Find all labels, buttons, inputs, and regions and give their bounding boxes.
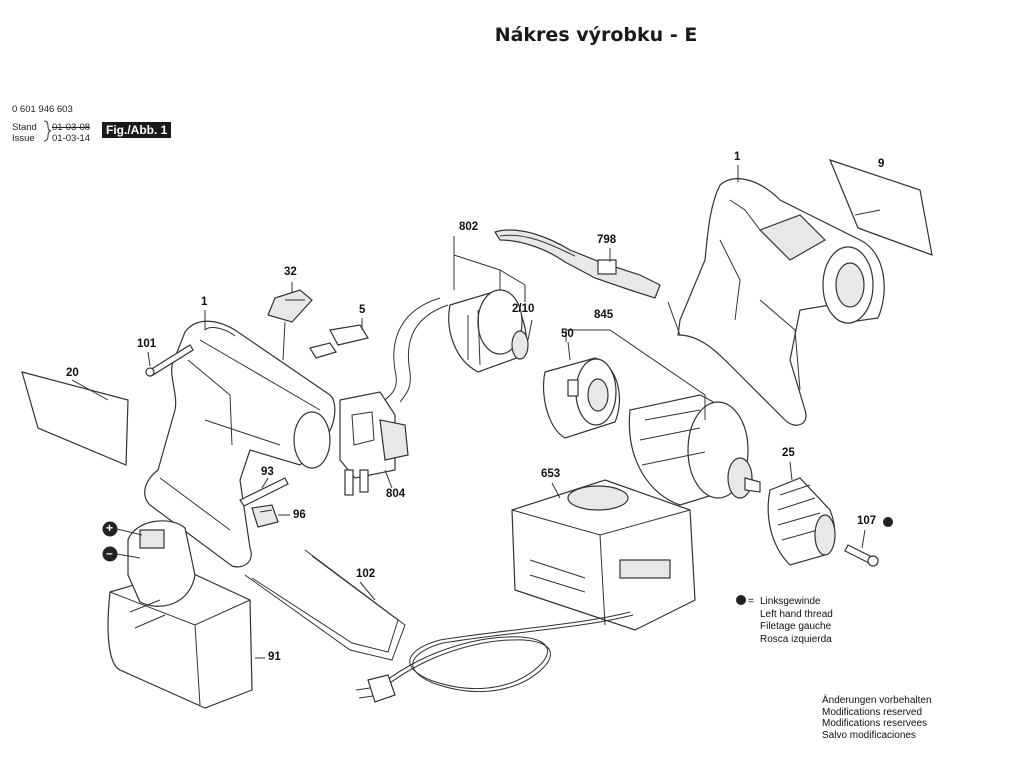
note-line: Änderungen vorbehalten <box>822 695 932 706</box>
callout-9: 9 <box>878 158 885 170</box>
sticker-20 <box>21 371 129 466</box>
leader-101 <box>147 351 151 367</box>
clip-93 <box>239 477 289 507</box>
legend-item: Left hand thread <box>760 608 833 620</box>
screw-107 <box>844 544 879 567</box>
gear-50 <box>542 357 621 439</box>
leader-93 <box>261 477 269 489</box>
chuck-25 <box>767 477 836 566</box>
minus-label: – <box>106 546 113 560</box>
charger-653 <box>511 479 696 631</box>
issue-label: Issue <box>12 133 35 144</box>
left-thread-dot <box>883 517 893 527</box>
leader-107 <box>861 529 866 549</box>
leader-50 <box>567 341 571 361</box>
belt-798 <box>494 229 661 299</box>
callout-96: 96 <box>293 509 306 521</box>
legend-item: Linksgewinde <box>760 596 821 607</box>
stand-label: Stand <box>12 122 37 133</box>
leader-plus <box>116 528 143 536</box>
leader-32-drop <box>282 321 286 361</box>
callout-804: 804 <box>386 488 406 500</box>
legend-equals: = <box>748 596 754 607</box>
callout-20: 20 <box>66 367 79 379</box>
slide-5 <box>309 324 369 359</box>
charger-cable-2 <box>382 614 634 693</box>
callout-91: 91 <box>268 651 281 663</box>
legend: Linksgewinde Left hand thread Filetage g… <box>760 596 833 646</box>
wire-2 <box>399 304 449 403</box>
leader-653 <box>551 482 561 499</box>
note-line: Modifications reserved <box>822 706 923 718</box>
stand-date: 01-03-08 <box>52 122 91 133</box>
leader-802 <box>453 236 526 302</box>
battery-91 <box>107 520 253 709</box>
part-96 <box>251 504 279 528</box>
callout-2-10: 2/10 <box>512 303 535 315</box>
leader-1-right-b <box>667 301 681 336</box>
note-line: Salvo modificaciones <box>822 729 916 741</box>
leader-845 <box>565 329 706 420</box>
housing-right <box>677 178 885 426</box>
gearbox-845 <box>628 394 761 506</box>
charger-cable <box>379 611 631 690</box>
callout-845: 845 <box>594 309 614 321</box>
page-title: Nákres výrobku - E <box>494 24 698 46</box>
callout-101: 101 <box>137 338 157 350</box>
note-line: Modifications reservees <box>822 718 928 729</box>
callout-50: 50 <box>561 328 574 340</box>
legend-dot <box>736 595 746 605</box>
switch-804 <box>339 391 409 496</box>
modification-notes: Änderungen vorbehalten Modifications res… <box>822 695 932 741</box>
plus-label: + <box>106 521 114 535</box>
clip-32 <box>267 289 313 323</box>
sticker-9 <box>828 159 933 256</box>
issue-date: 01-03-14 <box>52 133 91 144</box>
callout-102: 102 <box>356 568 376 580</box>
legend-item: Filetage gauche <box>760 621 832 632</box>
callout-802: 802 <box>459 221 479 233</box>
callout-25: 25 <box>782 447 795 459</box>
motor-802 <box>448 289 529 373</box>
callout-1-left: 1 <box>201 296 208 308</box>
bit-holder-102 <box>244 549 406 661</box>
callout-5: 5 <box>359 304 366 316</box>
mains-plug <box>355 674 396 703</box>
callout-93: 93 <box>261 466 274 478</box>
callout-1-right: 1 <box>734 151 741 163</box>
leader-25 <box>789 461 793 481</box>
leader-804 <box>384 469 393 489</box>
callout-798: 798 <box>597 234 617 246</box>
callout-107: 107 <box>857 515 877 527</box>
leader-2-10 <box>527 319 533 341</box>
part-number: 0 601 946 603 <box>12 104 73 115</box>
figure-label: Fig./Abb. 1 <box>102 122 172 138</box>
brace-mark <box>43 120 52 142</box>
screw-101 <box>145 344 194 377</box>
wire-1 <box>384 297 441 401</box>
callout-32: 32 <box>284 266 297 278</box>
leader-102 <box>359 581 376 601</box>
callout-653: 653 <box>541 468 561 480</box>
legend-item: Rosca izquierda <box>760 633 832 645</box>
leader-minus <box>116 553 141 559</box>
housing-left <box>144 320 336 568</box>
